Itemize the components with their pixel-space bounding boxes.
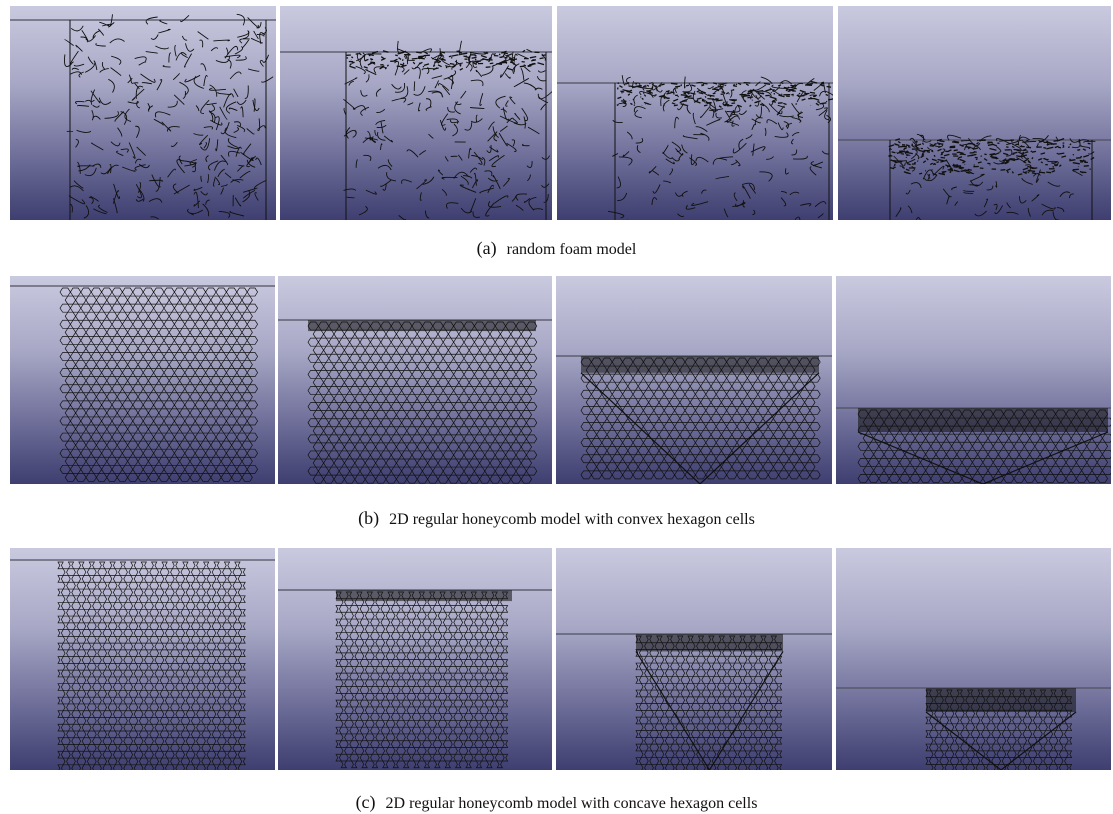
crush-band [636, 634, 783, 652]
honeycomb-b-1 [10, 285, 275, 482]
honeycomb-cells [59, 287, 259, 482]
foam-a-3 [557, 75, 833, 220]
panel-c-1 [10, 548, 275, 770]
foam-cells [64, 13, 274, 220]
caption-c-text: 2D regular honeycomb model with concave … [385, 795, 758, 812]
foam-cells [888, 133, 1096, 220]
crush-band [581, 356, 819, 373]
caption-a: (a) random foam model [0, 238, 1113, 259]
honeycomb-cells [635, 635, 783, 770]
honeycomb-c-3 [556, 633, 832, 770]
honeycomb-b-3 [556, 355, 832, 484]
caption-c-tag: (c) [355, 792, 376, 812]
caption-b: (b) 2D regular honeycomb model with conv… [0, 508, 1113, 529]
row-concave-honeycomb [0, 548, 1113, 770]
honeycomb-cells [335, 591, 509, 769]
caption-b-text: 2D regular honeycomb model with convex h… [389, 511, 755, 528]
crush-band [858, 408, 1108, 432]
panel-a-4 [838, 6, 1111, 220]
shear-band [635, 651, 784, 770]
honeycomb-b-4 [836, 407, 1111, 484]
shear-band [925, 711, 1077, 770]
honeycomb-c-1 [10, 559, 275, 770]
honeycomb-cells [57, 561, 246, 770]
caption-c: (c) 2D regular honeycomb model with conc… [0, 792, 1113, 813]
panel-b-2 [278, 276, 552, 484]
foam-cells [343, 40, 552, 220]
caption-b-tag: (b) [358, 508, 380, 528]
honeycomb-c-4 [836, 687, 1111, 770]
row-random-foam [0, 6, 1113, 220]
panel-a-1 [10, 6, 276, 220]
honeycomb-cells [580, 357, 821, 480]
panel-b-3 [556, 276, 832, 484]
foam-a-1 [10, 13, 276, 220]
crush-band [308, 320, 536, 332]
panel-c-4 [836, 548, 1111, 770]
foam-cells [607, 75, 833, 220]
crush-band [336, 590, 512, 602]
honeycomb-cells [307, 321, 538, 484]
foam-a-2 [280, 40, 552, 220]
foam-a-4 [838, 133, 1111, 220]
panel-c-3 [556, 548, 832, 770]
honeycomb-b-2 [278, 319, 552, 484]
row-convex-honeycomb [0, 276, 1113, 484]
panel-c-2 [278, 548, 552, 770]
crush-band [926, 688, 1076, 712]
panel-b-4 [836, 276, 1111, 484]
caption-a-text: random foam model [506, 241, 637, 258]
honeycomb-c-2 [278, 589, 552, 769]
panel-a-3 [557, 6, 833, 220]
shear-band [580, 372, 820, 484]
panel-a-2 [280, 6, 552, 220]
shear-band [857, 431, 1109, 484]
panel-b-1 [10, 276, 275, 484]
caption-a-tag: (a) [476, 238, 497, 258]
